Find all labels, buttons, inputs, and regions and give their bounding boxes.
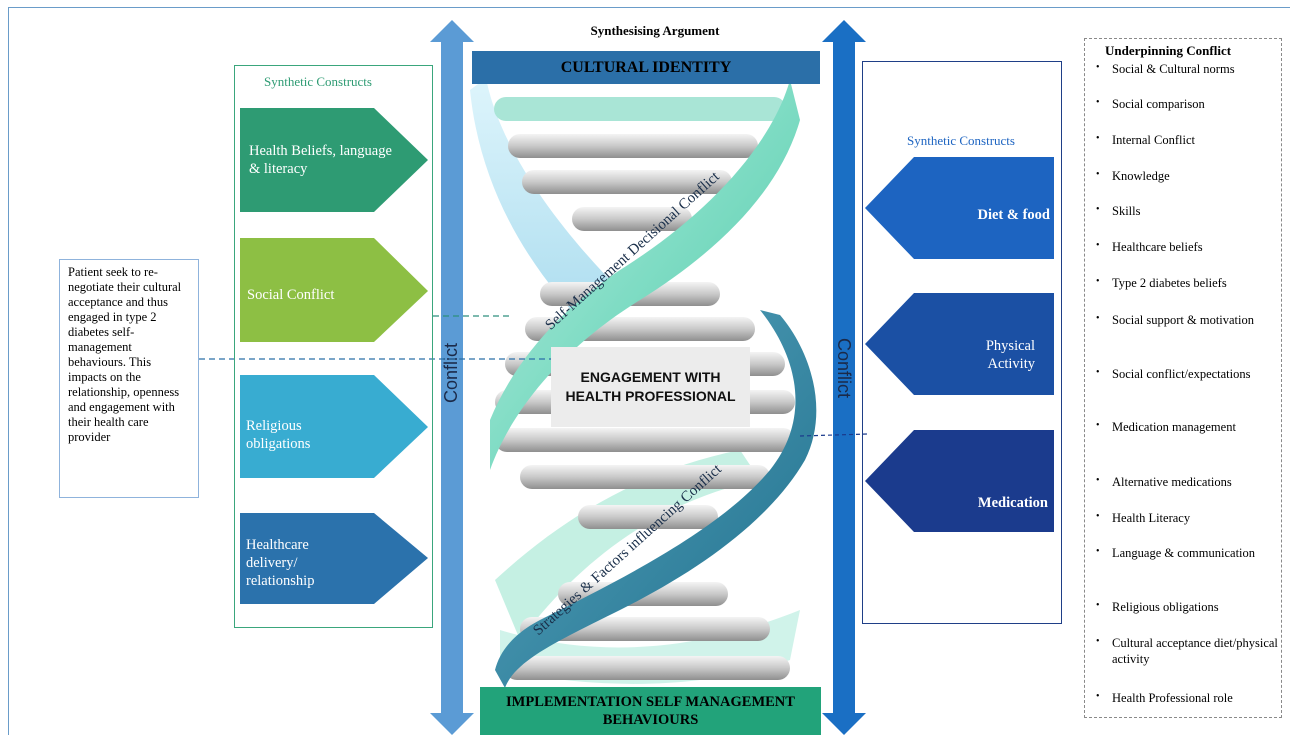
patient-note: Patient seek to re-negotiate their cultu… (59, 259, 199, 498)
underpinning-item: Health Professional role (1094, 691, 1284, 707)
left-pentagon-1 (240, 108, 428, 212)
left-pentagon-2 (240, 238, 428, 342)
right-pentagon-2 (865, 293, 1054, 395)
left-construct-religious: Religious obligations (246, 417, 311, 452)
underpinning-item: Health Literacy (1094, 511, 1284, 527)
right-panel-title: Synthetic Constructs (907, 133, 1015, 148)
right-pentagon-3 (865, 430, 1054, 532)
underpinning-item: Cultural acceptance diet/physical activi… (1094, 636, 1284, 667)
underpinning-item: Social conflict/expectations (1094, 367, 1284, 383)
underpinning-item: Alternative medications (1094, 475, 1284, 491)
underpinning-item: Healthcare beliefs (1094, 240, 1284, 256)
underpinning-item: Skills (1094, 204, 1284, 220)
diagram-frame (8, 7, 1290, 735)
right-construct-diet: Diet & food (977, 206, 1051, 223)
underpinning-item: Medication management (1094, 420, 1284, 436)
synthesising-argument-label: Synthesising Argument (590, 23, 720, 38)
underpinning-item: Religious obligations (1094, 600, 1284, 616)
engagement-center-box: ENGAGEMENT WITH HEALTH PROFESSIONAL (551, 347, 750, 427)
right-constructs-panel (862, 61, 1062, 624)
underpinning-item: Language & communication (1094, 546, 1284, 562)
right-construct-medication: Medication (977, 494, 1048, 511)
left-pentagon-4 (240, 513, 428, 604)
implementation-banner: IMPLEMENTATION SELF MANAGEMENT BEHAVIOUR… (480, 687, 821, 735)
right-pentagon-1 (865, 157, 1054, 259)
left-panel-title: Synthetic Constructs (264, 74, 372, 89)
conflict-label-right: Conflict (834, 338, 854, 399)
left-construct-social-conflict: Social Conflict (247, 286, 335, 303)
underpinning-item: Knowledge (1094, 169, 1284, 185)
cultural-identity-banner: CULTURAL IDENTITY (472, 51, 820, 84)
conflict-arrow-right (822, 20, 866, 735)
underpinning-title: Underpinning Conflict (1105, 43, 1232, 58)
underpinning-item: Social comparison (1094, 97, 1284, 113)
left-construct-healthcare: Healthcare delivery/ relationship (246, 536, 315, 590)
left-pentagon-3 (240, 375, 428, 478)
underpinning-item: Social support & motivation (1094, 313, 1284, 329)
left-construct-health-beliefs: Health Beliefs, language & literacy (249, 142, 392, 177)
conflict-arrow-left (430, 20, 474, 735)
left-constructs-panel (234, 65, 433, 628)
underpinning-item: Social & Cultural norms (1094, 62, 1284, 78)
underpinning-item: Type 2 diabetes beliefs (1094, 276, 1284, 292)
right-construct-physical: Physical Activity (985, 337, 1035, 372)
underpinning-item: Internal Conflict (1094, 133, 1284, 149)
